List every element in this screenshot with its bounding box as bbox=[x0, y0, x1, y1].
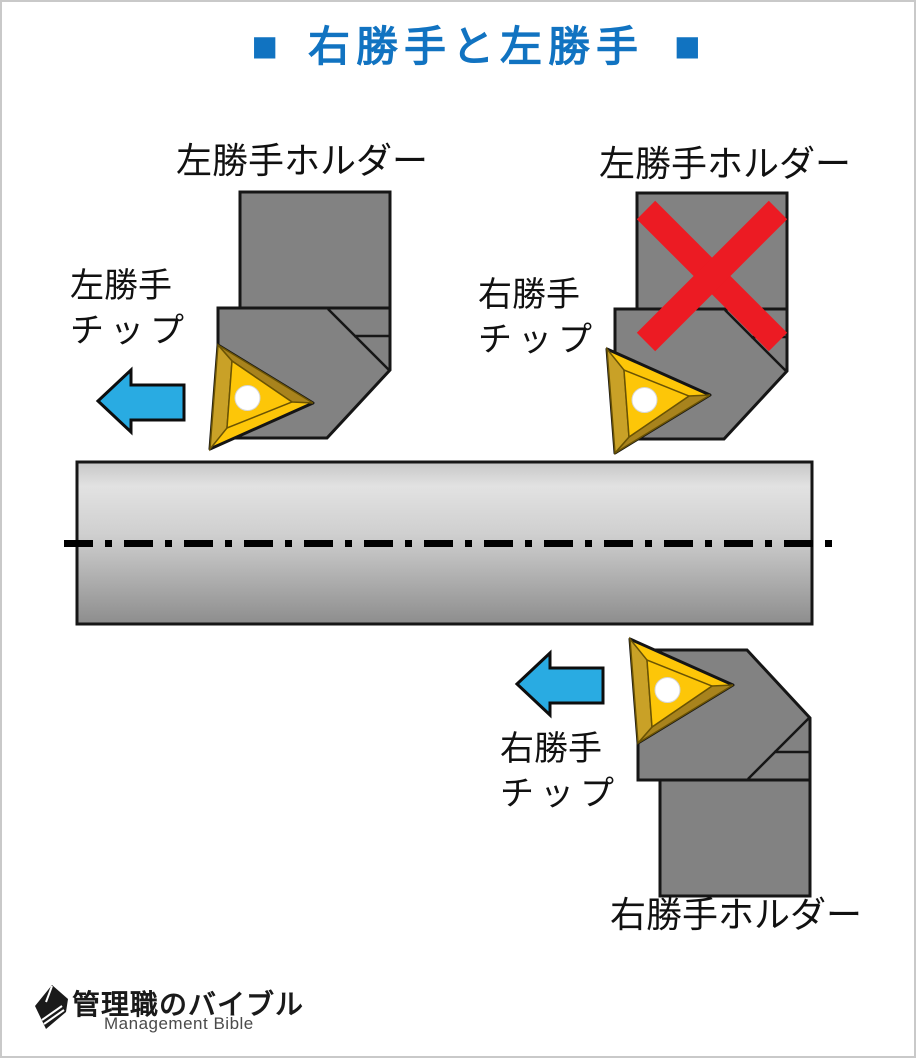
red-x-cross-icon bbox=[636, 200, 788, 352]
left-hand-holder-graphic bbox=[208, 190, 392, 451]
label-bottom-right-holder: 右勝手ホルダー bbox=[609, 894, 863, 935]
label-bottom-right-chip-line1: 右勝手 bbox=[500, 730, 602, 768]
label-top-right-chip-line2: チップ bbox=[478, 321, 598, 359]
label-top-left-chip-line1: 左勝手 bbox=[70, 267, 172, 305]
book-icon bbox=[35, 985, 68, 1029]
page-title: ■ 右勝手と左勝手 ■ bbox=[20, 22, 914, 71]
feed-arrow-left-top-icon bbox=[96, 368, 186, 434]
workpiece-bar bbox=[64, 460, 840, 626]
title-square-left-icon: ■ bbox=[251, 22, 278, 71]
label-bottom-right-chip-line2: チップ bbox=[500, 775, 620, 813]
label-top-right-chip-line1: 右勝手 bbox=[478, 276, 580, 314]
title-square-right-icon: ■ bbox=[674, 22, 701, 71]
label-top-left-holder: 左勝手ホルダー bbox=[175, 140, 429, 181]
logo-subtitle: Management Bible bbox=[104, 1014, 254, 1033]
right-hand-holder-graphic bbox=[628, 637, 812, 898]
label-top-left-chip: 左勝手 チップ bbox=[70, 264, 190, 354]
label-bottom-right-chip: 右勝手 チップ bbox=[500, 727, 620, 817]
logo-title: 管理職のバイブル bbox=[72, 989, 305, 1020]
label-top-right-chip: 右勝手 チップ bbox=[478, 273, 598, 363]
feed-arrow-left-bottom-icon bbox=[515, 651, 605, 717]
label-top-right-holder: 左勝手ホルダー bbox=[598, 143, 852, 184]
label-top-left-chip-line2: チップ bbox=[70, 312, 190, 350]
title-text: 右勝手と左勝手 bbox=[307, 23, 644, 70]
